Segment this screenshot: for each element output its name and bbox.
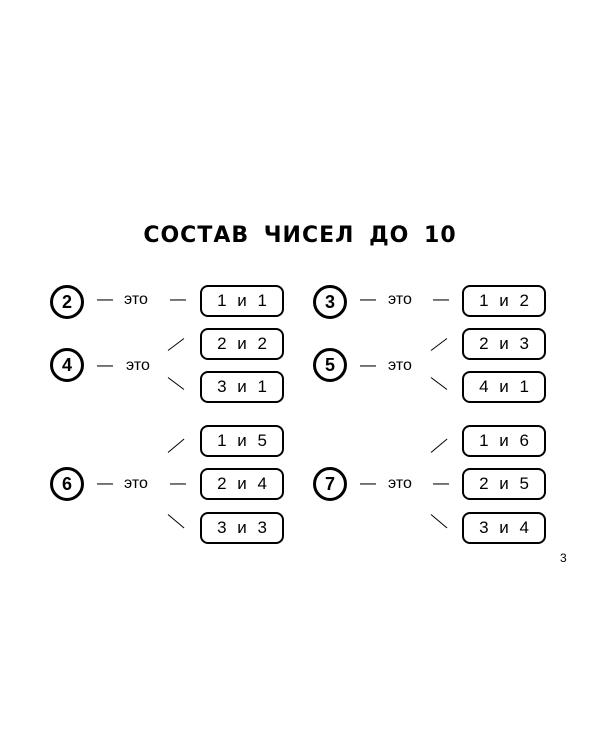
pair-box: 4 и 1 <box>462 371 546 403</box>
number-circle: 7 <box>313 467 347 501</box>
pair-box: 3 и 4 <box>462 512 546 544</box>
word-eto: это <box>124 475 148 492</box>
word-eto: это <box>126 357 150 374</box>
number-circle: 4 <box>50 348 84 382</box>
dash: — <box>170 291 186 308</box>
dash: — <box>170 475 186 492</box>
branch-line-up <box>430 438 448 453</box>
dash: — <box>97 357 113 374</box>
dash: — <box>433 291 449 308</box>
branch-line-up <box>167 338 185 351</box>
pair-box: 1 и 2 <box>462 285 546 317</box>
pair-box: 2 и 2 <box>200 328 284 360</box>
pair-box: 3 и 3 <box>200 512 284 544</box>
number-circle: 3 <box>313 285 347 319</box>
pair-box: 2 и 5 <box>462 468 546 500</box>
word-eto: это <box>388 475 412 492</box>
pair-box: 2 и 3 <box>462 328 546 360</box>
pair-box: 1 и 6 <box>462 425 546 457</box>
dash: — <box>433 475 449 492</box>
branch-line-down <box>167 514 185 529</box>
word-eto: это <box>124 291 148 308</box>
branch-line-down <box>430 377 448 390</box>
dash: — <box>360 475 376 492</box>
pair-box: 2 и 4 <box>200 468 284 500</box>
word-eto: это <box>388 291 412 308</box>
dash: — <box>360 291 376 308</box>
dash: — <box>97 291 113 308</box>
pair-box: 1 и 5 <box>200 425 284 457</box>
branch-line-down <box>430 514 448 529</box>
page-title: СОСТАВ ЧИСЕЛ ДО 10 <box>143 223 457 248</box>
pair-box: 1 и 1 <box>200 285 284 317</box>
number-circle: 2 <box>50 285 84 319</box>
word-eto: это <box>388 357 412 374</box>
page-number: 3 <box>560 551 567 565</box>
dash: — <box>360 357 376 374</box>
number-circle: 5 <box>313 348 347 382</box>
branch-line-down <box>167 377 185 390</box>
pair-box: 3 и 1 <box>200 371 284 403</box>
dash: — <box>97 475 113 492</box>
branch-line-up <box>167 438 185 453</box>
branch-line-up <box>430 338 448 351</box>
number-circle: 6 <box>50 467 84 501</box>
